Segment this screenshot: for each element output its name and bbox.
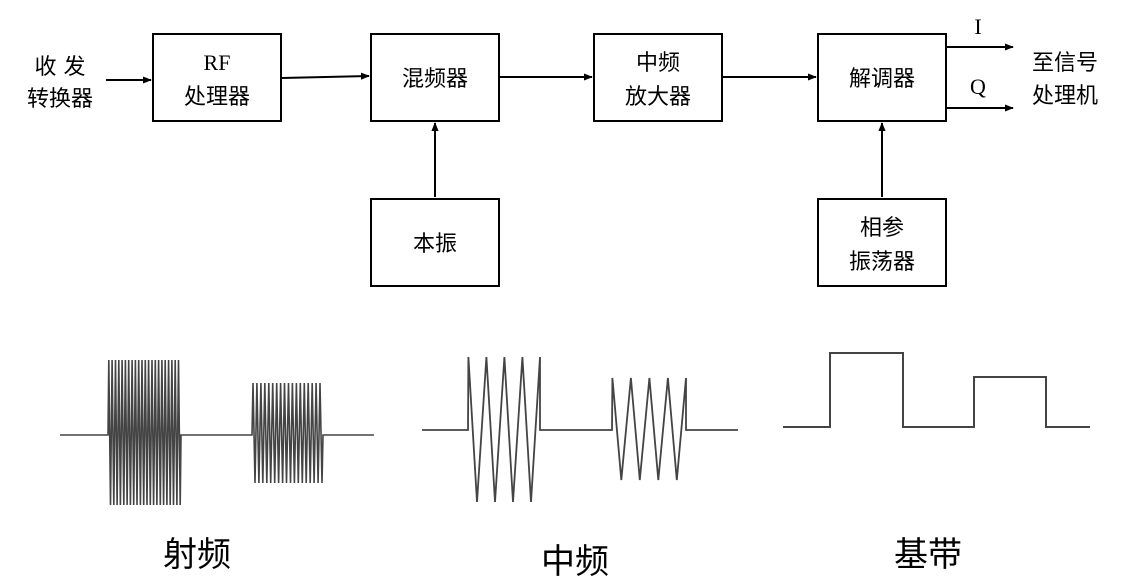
q-output-label: Q [970, 74, 986, 99]
rf-processor-line1: RF [204, 50, 231, 75]
demodulator-block: 解调器 [817, 33, 947, 122]
if-amplifier-line1: 中频 [636, 51, 680, 76]
local-oscillator-block: 本振 [370, 198, 500, 287]
coherent-oscillator-block: 相参 振荡器 [817, 198, 947, 287]
destination-line1: 至信号 [1032, 51, 1098, 76]
local-oscillator-label: 本振 [413, 232, 457, 257]
mixer-label: 混频器 [402, 67, 468, 92]
input-label-line1: 收 发 [35, 55, 86, 80]
mixer-block: 混频器 [370, 33, 500, 122]
rf-caption: 射频 [163, 535, 231, 575]
rf-processor-block: RF 处理器 [152, 33, 282, 122]
rf-waveform [60, 359, 374, 506]
coherent-oscillator-line2: 振荡器 [849, 250, 915, 275]
i-output-label: I [974, 14, 981, 39]
baseband-waveform [783, 352, 1090, 428]
coherent-oscillator-line1: 相参 [860, 216, 904, 241]
arrow-rf-to-mixer [281, 72, 370, 80]
destination-line2: 处理机 [1032, 84, 1098, 109]
input-label-line2: 转换器 [27, 87, 93, 112]
if-waveform [422, 356, 738, 503]
if-caption: 中频 [541, 542, 609, 582]
demodulator-label: 解调器 [849, 67, 915, 92]
if-amplifier-line2: 放大器 [625, 85, 691, 110]
rf-processor-line2: 处理器 [184, 85, 250, 110]
if-amplifier-block: 中频 放大器 [593, 33, 723, 122]
baseband-caption: 基带 [894, 535, 962, 575]
